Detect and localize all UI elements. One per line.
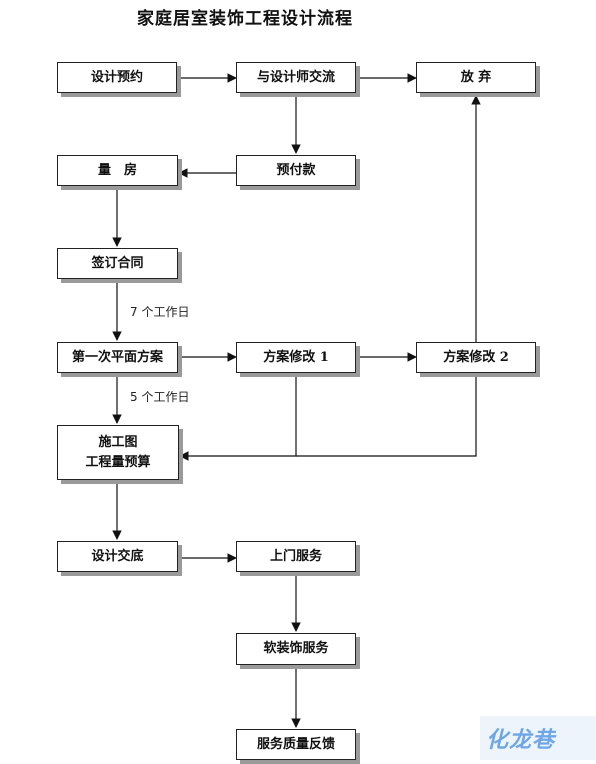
note-seven-working-days: 7 个工作日 — [130, 305, 190, 319]
box-give-up: 放 弃 — [416, 62, 536, 93]
arrow-rev1-to-drawing — [179, 373, 297, 461]
box-soft-decoration: 软装饰服务 — [236, 633, 356, 665]
box-design-handover: 设计交底 — [57, 541, 178, 572]
note-five-working-days: 5 个工作日 — [130, 390, 190, 404]
box-prepayment: 预付款 — [236, 155, 356, 186]
box-measure-room: 量 房 — [57, 155, 178, 186]
box-onsite-service: 上门服务 — [236, 541, 356, 572]
box-revision-2: 方案修改 2 — [416, 342, 536, 373]
box-sign-contract: 签订合同 — [57, 248, 178, 279]
watermark-background — [480, 716, 596, 760]
box-first-plan: 第一次平面方案 — [57, 342, 178, 373]
watermark-logo: 化龙巷 — [486, 728, 556, 753]
box-construction-drawing: 施工图 工程量预算 — [57, 425, 179, 480]
construction-drawing-line1: 施工图 — [98, 434, 138, 450]
box-quality-feedback: 服务质量反馈 — [236, 729, 356, 760]
arrow-rev2-to-drawing — [296, 373, 477, 457]
diagram-title: 家庭居室装饰工程设计流程 — [137, 9, 353, 29]
box-design-appointment: 设计预约 — [57, 62, 177, 93]
box-revision-1: 方案修改 1 — [236, 342, 356, 373]
construction-drawing-line2: 工程量预算 — [85, 454, 151, 470]
box-talk-with-designer: 与设计师交流 — [236, 62, 356, 93]
